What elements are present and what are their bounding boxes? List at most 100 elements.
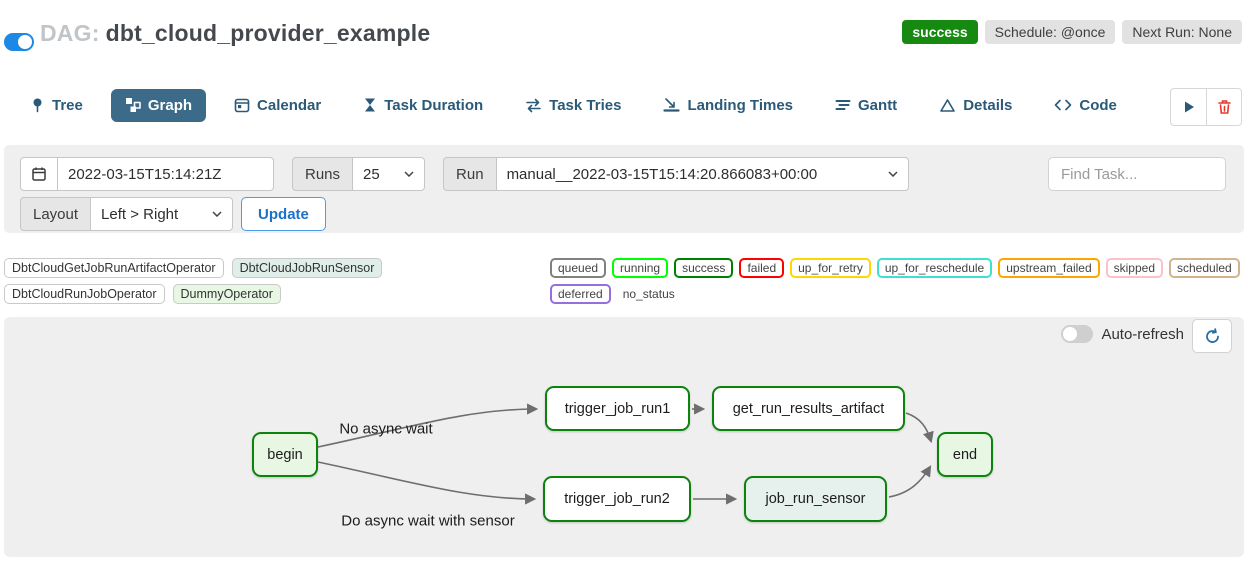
status-chip-no_status[interactable]: no_status (622, 287, 675, 301)
runs-value: 25 (363, 165, 380, 183)
run-value: manual__2022-03-15T15:14:20.866083+00:00 (506, 165, 818, 183)
view-tabs: Tree Graph Calendar Task Duration Task Tries… (16, 86, 1131, 124)
runs-group: Runs 25 (292, 157, 426, 191)
graph-panel: begin trigger_job_run1 get_run_results_art… (4, 317, 1244, 557)
hourglass-icon (363, 97, 377, 113)
dag-edges (317, 403, 934, 505)
edge-job_run_sensor-to-end (888, 465, 932, 498)
tab-calendar[interactable]: Calendar (220, 89, 335, 122)
base-date-group (20, 157, 274, 191)
status-chip-running[interactable]: running (612, 258, 669, 278)
chevron-down-icon (888, 171, 898, 177)
runs-label: Runs (292, 157, 354, 191)
tab-code[interactable]: Code (1040, 89, 1131, 122)
status-chip-skipped[interactable]: skipped (1105, 258, 1163, 278)
schedule-badge: Schedule: @once (984, 20, 1116, 44)
operator-chip-dbtcloudrunjoboperator[interactable]: DbtCloudRunJobOperator (4, 284, 165, 304)
pin-icon (30, 97, 45, 113)
toggle-knob (18, 35, 32, 49)
trigger-dag-button[interactable] (1171, 89, 1206, 125)
header-badges: success Schedule: @once Next Run: None (902, 20, 1242, 44)
dag-name: dbt_cloud_provider_example (105, 20, 431, 46)
trash-icon (1217, 100, 1231, 114)
operator-chip-dbtcloudgetjobrunartifactoperator[interactable]: DbtCloudGetJobRunArtifactOperator (4, 258, 224, 278)
status-chip-queued[interactable]: queued (550, 258, 607, 278)
tab-tree[interactable]: Tree (16, 89, 97, 122)
edge-begin-to-trigger_job_run2 (317, 461, 537, 505)
repeat-icon (525, 98, 542, 113)
status-chip-up_for_reschedule[interactable]: up_for_reschedule (876, 258, 993, 278)
tab-label: Landing Times (687, 96, 794, 114)
status-chip-success[interactable]: success (674, 258, 734, 278)
runs-select[interactable]: 25 (353, 157, 426, 191)
next-run-badge: Next Run: None (1122, 20, 1242, 44)
chevron-down-icon (404, 171, 414, 177)
dag-label: DAG: (40, 20, 100, 46)
details-icon (939, 98, 956, 113)
chevron-down-icon (212, 211, 222, 217)
run-label: Run (443, 157, 497, 191)
edge-label: No async wait (339, 420, 433, 438)
calendar-icon (234, 97, 250, 113)
tab-gantt[interactable]: Gantt (821, 89, 911, 122)
tab-label: Tree (52, 96, 83, 114)
tab-label: Calendar (257, 96, 322, 114)
tab-graph[interactable]: Graph (110, 88, 207, 122)
refresh-button[interactable] (1192, 319, 1232, 353)
gantt-icon (835, 98, 851, 112)
status-chip-failed[interactable]: failed (739, 258, 785, 278)
find-task-box (1048, 157, 1226, 191)
tab-task-duration[interactable]: Task Duration (349, 89, 497, 122)
run-select[interactable]: manual__2022-03-15T15:14:20.866083+00:00 (496, 157, 909, 191)
status-chip-deferred[interactable]: deferred (550, 284, 611, 304)
base-date-value[interactable] (68, 165, 263, 183)
auto-refresh-toggle[interactable] (1061, 325, 1094, 343)
date-picker-button[interactable] (20, 157, 58, 191)
task-node-end[interactable]: end (937, 432, 993, 477)
tab-label: Graph (147, 96, 193, 114)
layout-label: Layout (20, 197, 92, 231)
dag-actions (1170, 88, 1242, 126)
task-node-get_run_results_artifact[interactable]: get_run_results_artifact (712, 386, 905, 431)
delete-dag-button[interactable] (1206, 89, 1241, 125)
tab-task-tries[interactable]: Task Tries (511, 89, 635, 122)
task-node-begin[interactable]: begin (252, 432, 318, 477)
task-node-trigger_job_run1[interactable]: trigger_job_run1 (545, 386, 690, 431)
dag-pause-toggle[interactable] (4, 33, 34, 51)
page-title: DAG:dbt_cloud_provider_example (40, 20, 430, 47)
task-node-trigger_job_run2[interactable]: trigger_job_run2 (543, 476, 691, 522)
calendar-icon (32, 167, 46, 181)
tab-label: Gantt (858, 96, 898, 114)
base-date-input[interactable] (58, 157, 274, 191)
find-task-input[interactable] (1061, 165, 1213, 183)
run-group: Run manual__2022-03-15T15:14:20.866083+0… (443, 157, 909, 191)
layout-select[interactable]: Left > Right (91, 197, 234, 231)
auto-refresh-control: Auto-refresh (1061, 325, 1184, 343)
status-chip-scheduled[interactable]: scheduled (1169, 258, 1240, 278)
operator-chip-dummyoperator[interactable]: DummyOperator (172, 284, 281, 304)
status-chip-upstream_failed[interactable]: upstream_failed (998, 258, 1100, 278)
status-badge: success (902, 20, 978, 44)
edge-begin-to-trigger_job_run1 (317, 403, 539, 448)
play-icon (1184, 101, 1194, 113)
tab-label: Code (1079, 96, 1117, 114)
tab-landing-times[interactable]: Landing Times (649, 89, 807, 122)
refresh-icon (1205, 327, 1219, 343)
operator-chip-dbtcloudjobrunsensor[interactable]: DbtCloudJobRunSensor (231, 258, 383, 278)
task-node-job_run_sensor[interactable]: job_run_sensor (744, 476, 887, 522)
filter-panel: Runs 25 Run manual__2022-03-15T15:14:20.… (4, 145, 1244, 233)
edge-get_run_results_artifact-to-end (905, 412, 934, 444)
layout-group: Layout Left > Right (20, 197, 234, 231)
tab-label: Details (963, 96, 1013, 114)
tab-label: Task Duration (384, 96, 484, 114)
tab-details[interactable]: Details (925, 89, 1026, 122)
graph-icon (125, 97, 141, 113)
code-icon (1054, 98, 1072, 112)
edge-label: Do async wait with sensor (341, 512, 515, 530)
status-chip-up_for_retry[interactable]: up_for_retry (790, 258, 871, 278)
update-button[interactable]: Update (241, 197, 326, 231)
tab-label: Task Tries (549, 96, 622, 114)
